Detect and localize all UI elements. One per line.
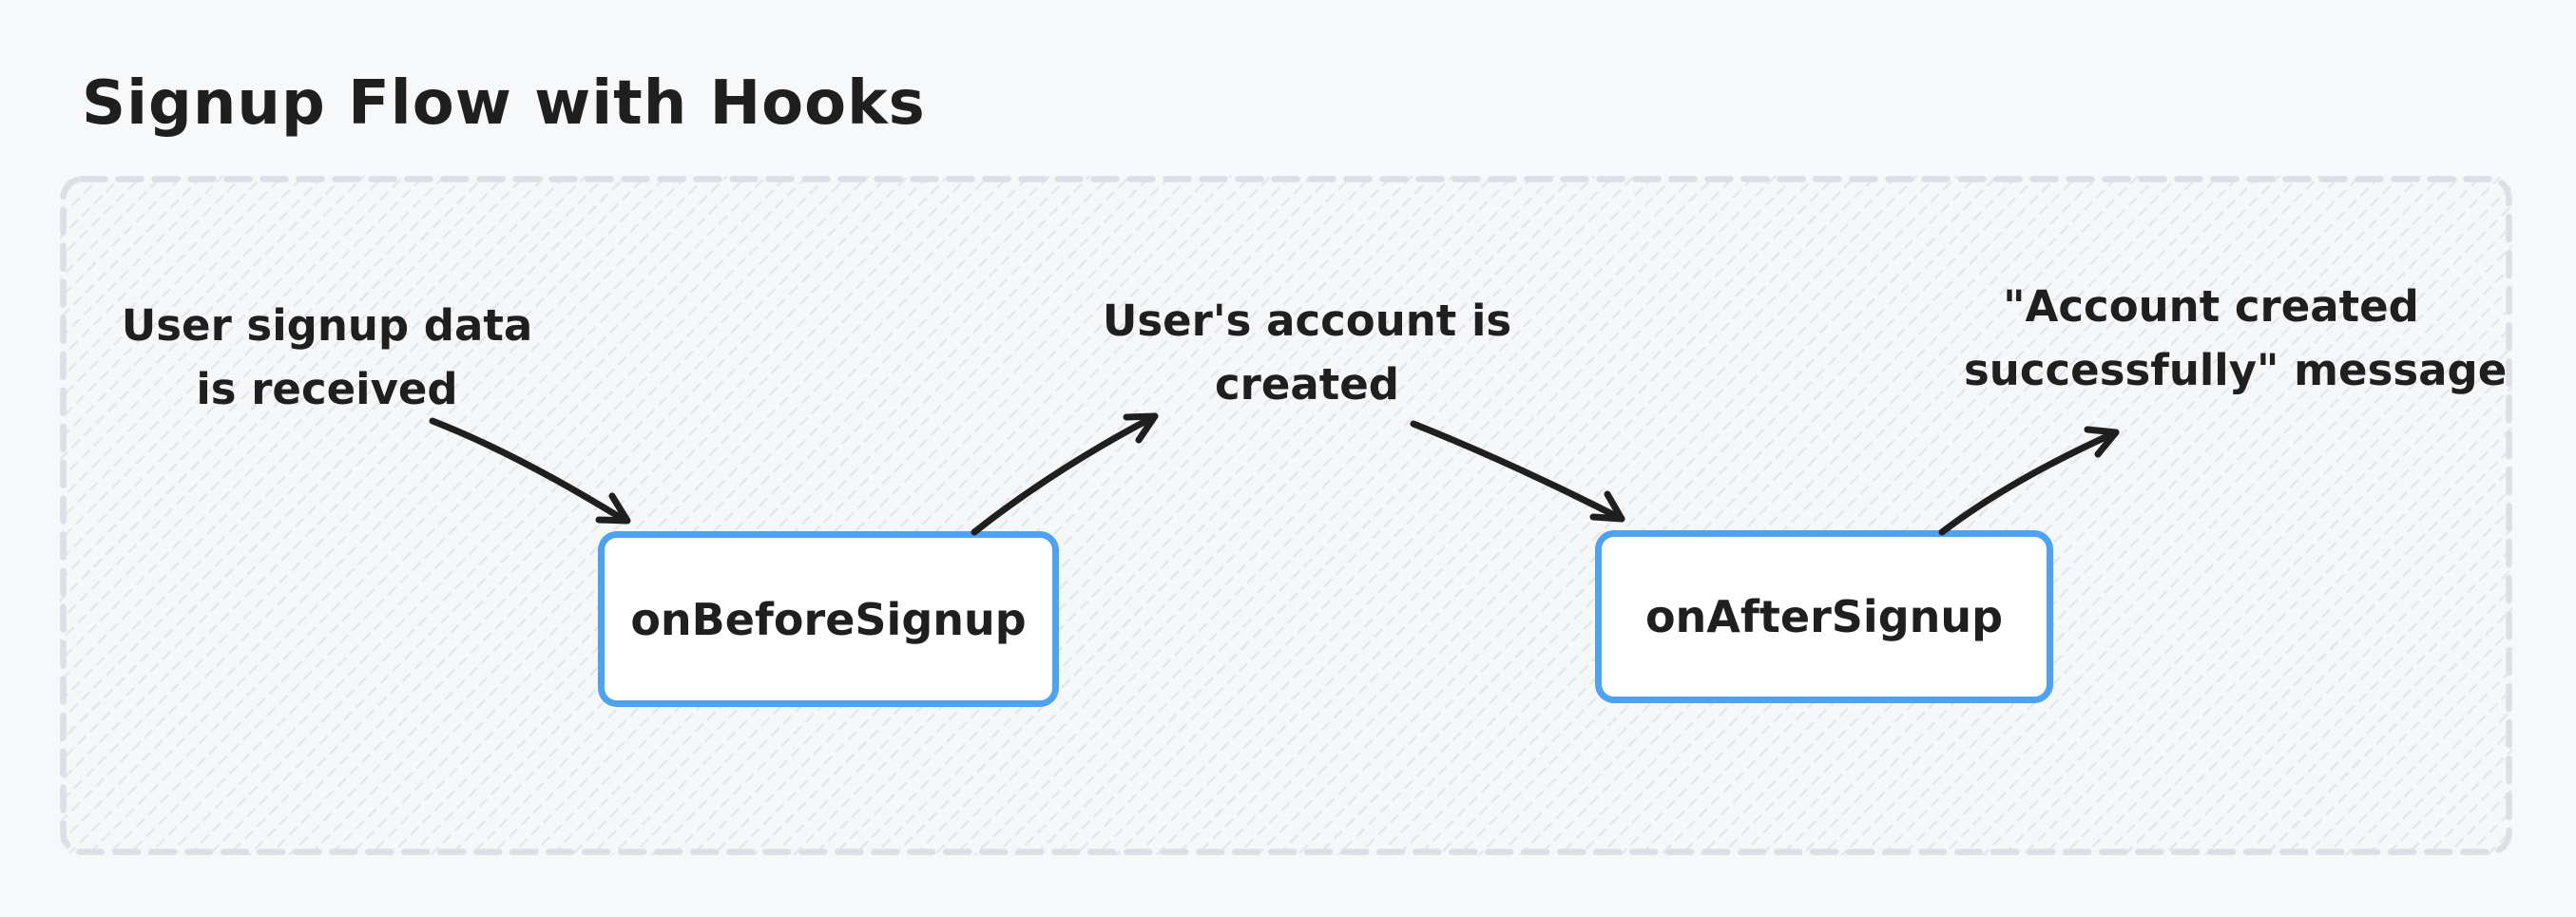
node-onbeforesignup-label: onBeforeSignup bbox=[630, 593, 1027, 645]
node-onbeforesignup: onBeforeSignup bbox=[598, 531, 1059, 707]
annotation-account-created-line-1: User's account is bbox=[1102, 296, 1512, 346]
annotation-signup-data: User signup data is received bbox=[89, 294, 565, 421]
annotation-success-message-line-2: successfully" message bbox=[1964, 345, 2508, 395]
annotation-signup-data-line-2: is received bbox=[196, 364, 458, 414]
diagram-title: Signup Flow with Hooks bbox=[82, 68, 926, 139]
node-onaftersignup-label: onAfterSignup bbox=[1644, 591, 2004, 642]
node-onaftersignup: onAfterSignup bbox=[1595, 530, 2053, 703]
annotation-signup-data-line-1: User signup data bbox=[121, 300, 533, 351]
annotation-success-message: "Account created successfully" message bbox=[1964, 275, 2508, 402]
annotation-account-created-line-2: created bbox=[1215, 359, 1399, 410]
annotation-account-created: User's account is created bbox=[1069, 289, 1545, 416]
annotation-success-message-line-1: "Account created bbox=[2003, 281, 2419, 332]
